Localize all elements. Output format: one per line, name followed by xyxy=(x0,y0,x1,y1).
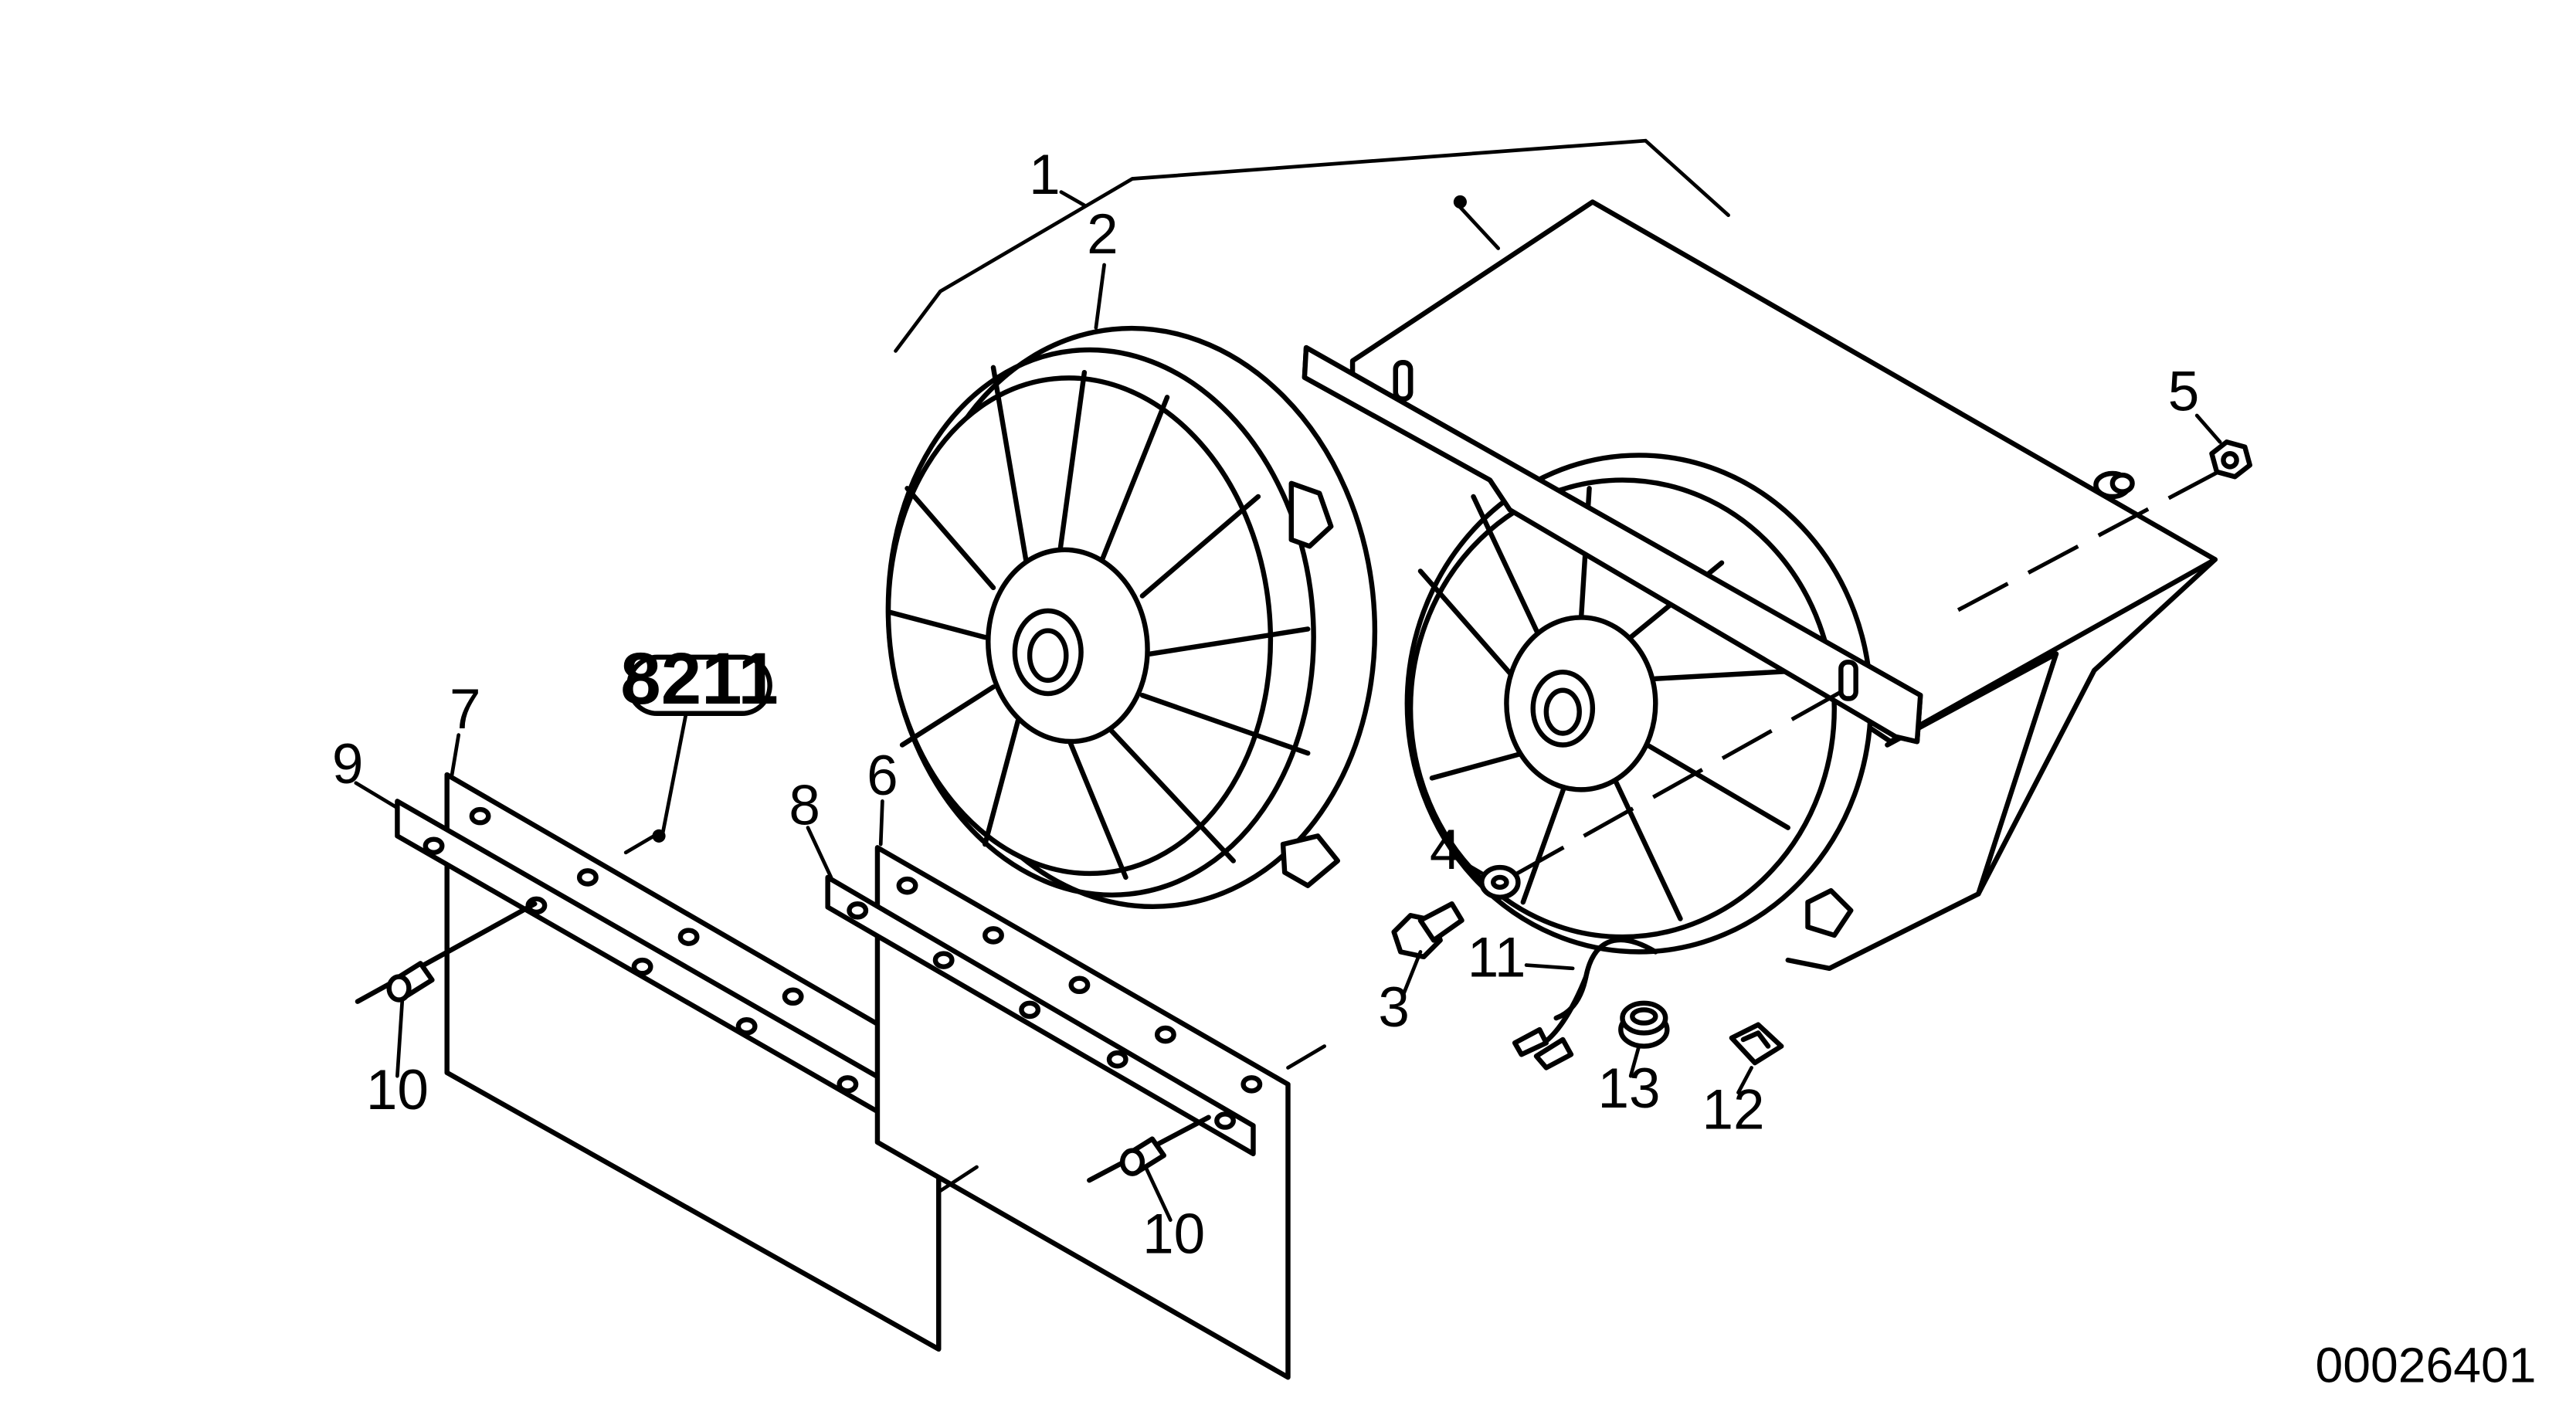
callout-1: 1 xyxy=(1029,144,1061,206)
fan-2-blades xyxy=(888,365,1311,880)
plate-assembly-6 xyxy=(806,799,1326,1380)
callout-2: 2 xyxy=(1087,203,1118,266)
callout-11: 11 xyxy=(1468,927,1526,989)
grommet-13 xyxy=(1618,1000,1670,1078)
callout-12: 12 xyxy=(1702,1079,1765,1142)
rivet-10-left xyxy=(355,901,538,1078)
fan-assembly-2 xyxy=(885,263,1378,910)
callout-13: 13 xyxy=(1597,1057,1660,1120)
group-bracket-1 xyxy=(894,138,1730,353)
callout-7: 7 xyxy=(450,678,481,741)
clip-12 xyxy=(1729,1022,1784,1094)
callout-9: 9 xyxy=(332,733,364,796)
plate-assembly-7 xyxy=(354,706,942,1352)
wiring-harness-11 xyxy=(1512,937,1658,1070)
washer-4 xyxy=(1461,860,1521,900)
reference-label: 8211 xyxy=(620,638,779,719)
plate-6-holes xyxy=(847,876,1263,1130)
drawing-number: 00026401 xyxy=(2316,1338,2537,1393)
assembly-center-lines xyxy=(1497,470,2220,886)
reference-bubble-8211: 8211 xyxy=(620,638,779,719)
callout-10-right: 10 xyxy=(1142,1203,1205,1265)
callout-10-left: 10 xyxy=(366,1059,429,1121)
callout-8: 8 xyxy=(789,774,820,836)
callout-4: 4 xyxy=(1430,819,1461,881)
callout-6: 6 xyxy=(867,745,898,807)
nut-5 xyxy=(2194,413,2252,480)
bolt-3 xyxy=(1391,901,1464,996)
callout-labels: 1 2 3 4 5 6 7 8 9 10 10 11 12 13 xyxy=(332,144,2199,1266)
rivet-10-right xyxy=(1087,1115,1211,1222)
fan-assembly-rear xyxy=(1404,453,1874,955)
callout-3: 3 xyxy=(1378,976,1410,1039)
callout-5: 5 xyxy=(2168,361,2200,423)
